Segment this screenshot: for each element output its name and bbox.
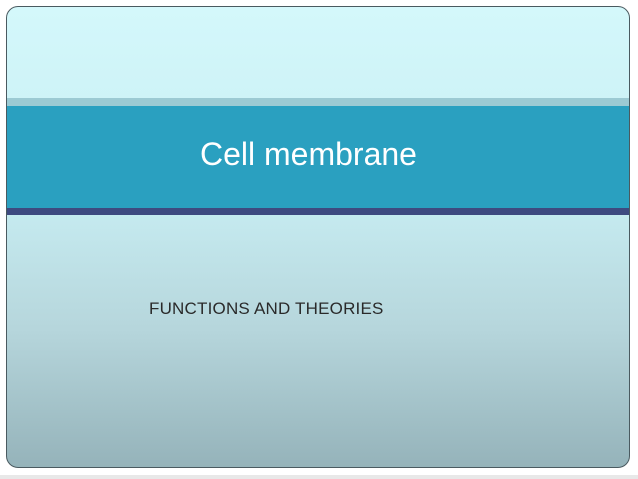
- title-band-top-strip: [7, 98, 629, 106]
- footer-divider: [0, 475, 638, 479]
- title-band: Cell membrane: [7, 106, 629, 208]
- slide-subtitle: FUNCTIONS AND THEORIES: [149, 299, 384, 318]
- slide-canvas: Cell membrane FUNCTIONS AND THEORIES: [6, 6, 630, 468]
- slide-title: Cell membrane: [200, 136, 417, 172]
- title-band-accent-strip: [7, 208, 629, 215]
